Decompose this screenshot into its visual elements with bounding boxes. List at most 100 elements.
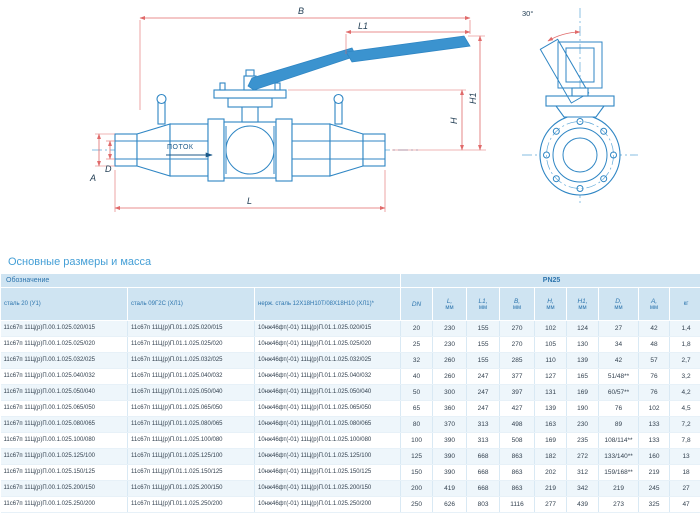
cell-h: 127 [534,368,568,385]
bolt-holes [543,118,617,192]
cell-d: 273 [598,496,640,513]
col-steel09: сталь 09Г2С (ХЛ1) [127,287,255,321]
cell-l1: 313 [466,432,501,449]
cell-dn: 20 [400,320,434,337]
cell-l1: 155 [466,336,501,353]
cell-l1: 668 [466,480,501,497]
cell-d2: 11с67п 11Ц(р)П.01.1.025.200/150 [127,480,255,497]
cell-dn: 25 [400,336,434,353]
cell-l1: 247 [466,368,501,385]
cell-l: 230 [432,336,468,353]
cell-d2: 11с67п 11Ц(р)П.01.1.025.065/050 [127,400,255,417]
cell-l: 390 [432,448,468,465]
dim-label-h1: H1 [468,92,478,104]
col-d: D, мм [598,287,640,321]
cell-d1: 11с67п 11Ц(р)П.00.1.025.080/065 [0,416,128,433]
cell-l: 390 [432,464,468,481]
dim-label-l1: L1 [358,21,368,31]
handle-grip [345,35,471,63]
dim-h1: H1 [468,35,485,151]
dim-label-a: A [89,173,96,183]
col-d-label: D, [615,297,622,305]
handle-tilted [539,38,590,104]
dim-h: H [288,89,486,151]
cell-d: 159/168** [598,464,640,481]
col-d-unit: мм [614,304,623,311]
cell-h: 110 [534,352,568,369]
cell-d: 34 [598,336,640,353]
cell-d1: 11с67п 11Ц(р)П.00.1.025.125/100 [0,448,128,465]
cell-h: 169 [534,432,568,449]
cell-d: 219 [598,480,640,497]
dim-label-d: D [105,164,112,174]
dimensions-table: Обозначение PN25 сталь 20 (У1) сталь 09Г… [0,273,700,513]
cell-d3: 10нж46фт(-01) 11Ц(р)П.01.1.025.080/065 [254,416,402,433]
cell-kg: 47 [669,496,700,513]
col-h1-unit: мм [578,304,587,311]
cell-b: 397 [499,384,536,401]
cell-h: 163 [534,416,568,433]
dim-l: L [114,170,386,212]
col-h-unit: мм [546,304,555,311]
cell-l1: 155 [466,352,501,369]
cell-h: 105 [534,336,568,353]
cell-d: 51/48** [598,368,640,385]
cell-dn: 200 [400,480,434,497]
cell-h1: 124 [566,320,600,337]
col-a: A, мм [638,287,671,321]
col-kg: кг [669,287,700,321]
cell-d3: 10нж46фт(-01) 11Ц(р)П.01.1.025.250/200 [254,496,402,513]
cell-d2: 11с67п 11Ц(р)П.01.1.025.150/125 [127,464,255,481]
col-b: B, мм [499,287,536,321]
valve-body-front [114,118,386,182]
cell-h1: 312 [566,464,600,481]
col-b-label: B, [513,297,521,305]
cell-dn: 250 [400,496,434,513]
cell-h1: 235 [566,432,600,449]
col-h-label: H, [547,297,554,305]
col-l-label: L, [446,297,453,305]
col-l: L, мм [432,287,468,321]
cell-a: 102 [638,400,671,417]
col-dn: DN [400,287,434,321]
cell-h: 131 [534,384,568,401]
cell-b: 285 [499,352,536,369]
pn-header: PN25 [400,273,700,288]
cell-a: 245 [638,480,671,497]
cell-b: 270 [499,336,536,353]
cell-d3: 10нж46фт(-01) 11Ц(р)П.01.1.025.100/080 [254,432,402,449]
col-a-label: A, [650,297,658,305]
cell-kg: 4,2 [669,384,700,401]
cell-h1: 272 [566,448,600,465]
valve-side-view [539,38,621,196]
cell-kg: 7,8 [669,432,700,449]
cell-l: 419 [432,480,468,497]
cell-b: 508 [499,432,536,449]
cell-dn: 100 [400,432,434,449]
cell-d2: 11с67п 11Ц(р)П.01.1.025.100/080 [127,432,255,449]
cell-dn: 40 [400,368,434,385]
cell-h1: 139 [566,352,600,369]
cell-d3: 10нж46фт(-01) 11Ц(р)П.01.1.025.065/050 [254,400,402,417]
cell-l: 370 [432,416,468,433]
cell-a: 76 [638,368,671,385]
cell-d2: 11с67п 11Ц(р)П.01.1.025.040/032 [127,368,255,385]
handle-vertical [557,41,603,97]
cell-d1: 11с67п 11Ц(р)П.00.1.025.200/150 [0,480,128,497]
cell-l1: 803 [466,496,501,513]
cell-h1: 342 [566,480,600,497]
cell-l: 360 [432,400,468,417]
flow-label: ПОТОК [167,144,194,151]
dim-l1: L1 [345,21,471,54]
col-kg-unit: кг [683,301,689,307]
cell-d: 89 [598,416,640,433]
cell-d: 60/57** [598,384,640,401]
cell-d3: 10нж46фт(-01) 11Ц(р)П.01.1.025.032/025 [254,352,402,369]
cell-d1: 11с67п 11Ц(р)П.00.1.025.100/080 [0,432,128,449]
cell-l1: 668 [466,464,501,481]
cell-d2: 11с67п 11Ц(р)П.01.1.025.032/025 [127,352,255,369]
cell-b: 863 [499,480,536,497]
cell-dn: 125 [400,448,434,465]
